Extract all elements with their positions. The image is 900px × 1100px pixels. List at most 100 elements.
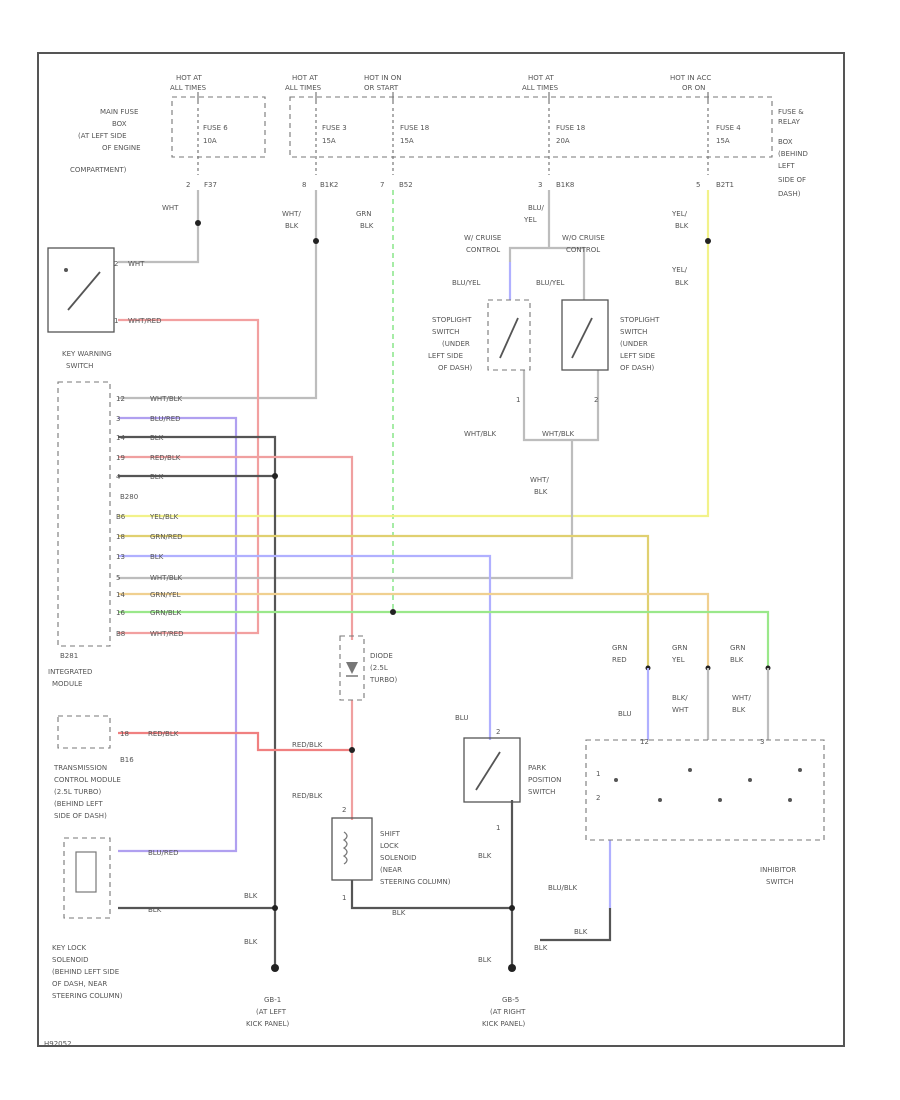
- svg-text:LEFT: LEFT: [778, 162, 795, 170]
- label-blu-yel-a: BLU/: [528, 204, 544, 212]
- svg-text:BLK: BLK: [148, 906, 162, 914]
- svg-text:2: 2: [114, 260, 118, 268]
- cruise-labels: W/ CRUISE CONTROL W/O CRUISE CONTROL: [464, 234, 605, 254]
- svg-text:INHIBITOR: INHIBITOR: [760, 866, 796, 874]
- label-grn-red-b: RED: [612, 656, 627, 664]
- svg-text:ALL TIMES: ALL TIMES: [170, 84, 207, 92]
- svg-text:B2T1: B2T1: [716, 181, 734, 189]
- wire-grn-blk-16: [118, 610, 770, 668]
- wire-grn-red: [118, 534, 650, 668]
- svg-text:(AT RIGHT: (AT RIGHT: [490, 1008, 526, 1016]
- svg-text:2: 2: [342, 806, 346, 814]
- ground-gb5: [508, 964, 516, 972]
- svg-text:7: 7: [380, 181, 384, 189]
- svg-text:MAIN FUSE: MAIN FUSE: [100, 108, 138, 116]
- label-blk-4: BLK: [574, 928, 588, 936]
- svg-text:DIODE: DIODE: [370, 652, 393, 660]
- node-yel-blk: [705, 238, 711, 244]
- fuse-4: FUSE 4 15A 5 B2T1: [696, 92, 741, 189]
- svg-text:5: 5: [696, 181, 700, 189]
- svg-text:8: 8: [302, 181, 306, 189]
- svg-text:3: 3: [760, 738, 764, 746]
- svg-text:B1K8: B1K8: [556, 181, 574, 189]
- svg-text:SHIFT: SHIFT: [380, 830, 401, 838]
- label-blu-top: BLU: [455, 714, 468, 722]
- label-blk-dwn: BLK: [534, 944, 548, 952]
- svg-text:B1K2: B1K2: [320, 181, 338, 189]
- svg-text:1: 1: [596, 770, 600, 778]
- svg-text:BOX: BOX: [778, 138, 793, 146]
- label-wht-blk-1b: BLK: [285, 222, 299, 230]
- svg-text:DASH): DASH): [778, 190, 801, 198]
- hot-label-5: HOT IN ACC OR ON: [670, 74, 711, 92]
- svg-text:20A: 20A: [556, 137, 570, 145]
- svg-text:SWITCH: SWITCH: [66, 362, 93, 370]
- label-wht-blk-4b: BLK: [732, 706, 746, 714]
- svg-text:HOT IN ACC: HOT IN ACC: [670, 74, 711, 82]
- svg-text:BOX: BOX: [112, 120, 127, 128]
- wire-yel-blk: [118, 190, 710, 518]
- label-blu-yel-b: YEL: [523, 216, 537, 224]
- svg-text:15A: 15A: [716, 137, 730, 145]
- svg-text:2: 2: [594, 396, 598, 404]
- wire-grn-yel: [118, 592, 710, 668]
- svg-text:BLK: BLK: [150, 473, 164, 481]
- svg-text:CONTROL: CONTROL: [566, 246, 600, 254]
- svg-text:WHT: WHT: [128, 260, 145, 268]
- svg-text:SWITCH: SWITCH: [432, 328, 459, 336]
- label-grn-blk-2a: GRN: [730, 644, 746, 652]
- svg-text:MODULE: MODULE: [52, 680, 82, 688]
- integrated-module: 12 WHT/BLK 3 BLU/RED 14 BLK 19 RED/BLK 4…: [48, 381, 184, 688]
- wire-blk-inh-gnd: [540, 908, 612, 942]
- shift-lock-solenoid: SHIFT LOCK SOLENOID (NEAR STEERING COLUM…: [331, 806, 451, 902]
- main-fuse-box-outline: [171, 96, 266, 158]
- svg-text:ALL TIMES: ALL TIMES: [522, 84, 559, 92]
- svg-text:(BEHIND: (BEHIND: [778, 150, 808, 158]
- svg-text:W/ CRUISE: W/ CRUISE: [464, 234, 501, 242]
- svg-text:LEFT SIDE: LEFT SIDE: [620, 352, 655, 360]
- svg-text:B16: B16: [120, 756, 134, 764]
- hot-label-3: HOT IN ON OR START: [364, 74, 402, 92]
- svg-text:SWITCH: SWITCH: [620, 328, 647, 336]
- label-grn-blk-a: GRN: [356, 210, 372, 218]
- svg-text:18: 18: [120, 730, 129, 738]
- svg-text:TRANSMISSION: TRANSMISSION: [53, 764, 107, 772]
- label-blk-1: BLK: [478, 852, 492, 860]
- svg-text:COMPARTMENT): COMPARTMENT): [70, 166, 127, 174]
- svg-text:(BEHIND LEFT SIDE: (BEHIND LEFT SIDE: [52, 968, 119, 976]
- label-yel-blk-b: BLK: [675, 222, 689, 230]
- node-red-blk-1: [349, 747, 355, 753]
- node-grn-blk: [390, 609, 396, 615]
- label-grn-yel-b: YEL: [671, 656, 685, 664]
- wire-blu-red: [118, 416, 238, 853]
- svg-text:FUSE &: FUSE &: [778, 108, 804, 116]
- svg-text:1: 1: [516, 396, 520, 404]
- svg-text:BLU/RED: BLU/RED: [148, 849, 179, 857]
- label-wht-blk-3b: BLK: [534, 488, 548, 496]
- wire-wht-blk-1: [118, 190, 318, 400]
- svg-text:GRN/RED: GRN/RED: [150, 533, 183, 541]
- svg-text:WHT/BLK: WHT/BLK: [150, 574, 183, 582]
- svg-text:(AT LEFT: (AT LEFT: [256, 1008, 287, 1016]
- svg-text:FUSE 18: FUSE 18: [400, 124, 429, 132]
- svg-text:13: 13: [116, 553, 125, 561]
- stoplight-switch-right: STOPLIGHT SWITCH (UNDER LEFT SIDE OF DAS…: [561, 299, 660, 404]
- svg-text:SIDE OF: SIDE OF: [778, 176, 806, 184]
- svg-text:12: 12: [116, 395, 125, 403]
- svg-text:FUSE 6: FUSE 6: [203, 124, 228, 132]
- svg-text:GRN/BLK: GRN/BLK: [150, 609, 182, 617]
- svg-text:1: 1: [342, 894, 346, 902]
- svg-text:HOT AT: HOT AT: [292, 74, 319, 82]
- svg-text:STOPLIGHT: STOPLIGHT: [620, 316, 660, 324]
- main-fuse-box-label: MAIN FUSE BOX (AT LEFT SIDE OF ENGINE CO…: [70, 108, 141, 174]
- svg-text:14: 14: [116, 591, 125, 599]
- svg-text:(NEAR: (NEAR: [380, 866, 402, 874]
- label-grn-blk-b: BLK: [360, 222, 374, 230]
- label-blk-5: BLK: [244, 892, 258, 900]
- svg-text:KEY WARNING: KEY WARNING: [62, 350, 112, 358]
- label-blu: BLU: [618, 710, 631, 718]
- svg-text:KICK PANEL): KICK PANEL): [246, 1020, 289, 1028]
- svg-text:BLU/RED: BLU/RED: [150, 415, 181, 423]
- svg-text:RELAY: RELAY: [778, 118, 801, 126]
